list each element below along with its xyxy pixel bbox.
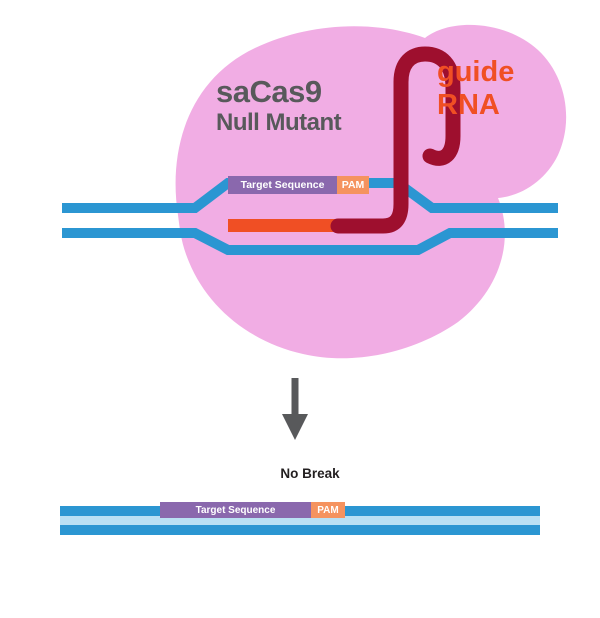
down-arrow-head [282,414,308,440]
result-label: No Break [280,466,340,481]
target-sequence-label-top: Target Sequence [240,179,325,191]
bottom-dna-strand-bottom [60,525,540,535]
cas9-protein-blob [175,24,567,359]
pam-label-top: PAM [341,179,365,191]
target-sequence-box-top: Target Sequence [228,176,337,194]
guide-rna-label-line1: guide [437,56,515,88]
guide-rna-strand [330,46,461,234]
guide-rna-label: guide RNA [437,56,514,123]
protein-name-label: saCas9 [216,74,322,109]
pam-box-top: PAM [337,176,369,194]
target-sequence-box-bottom: Target Sequence [160,502,311,518]
dna-bottom-strand [62,228,558,255]
guide-rna-label-line2: RNA [437,89,500,122]
protein-variant-label: Null Mutant [216,109,342,136]
target-sequence-label-bottom: Target Sequence [195,504,276,516]
bottom-dna-gap [60,516,540,525]
guide-paired-strand [228,219,352,232]
pam-box-bottom: PAM [311,502,345,518]
pam-label-bottom: PAM [317,504,339,516]
